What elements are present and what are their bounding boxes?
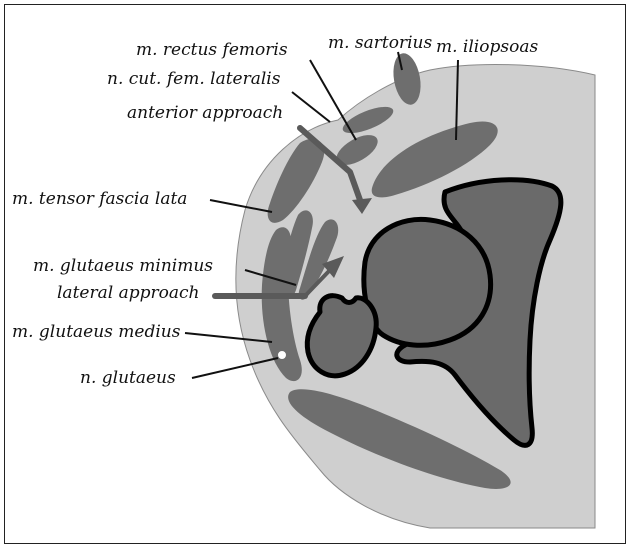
label-cut-fem-lateralis: n. cut. fem. lateralis — [107, 69, 281, 89]
label-glutaeus-medius: m. glutaeus medius — [12, 322, 181, 342]
label-rectus-femoris: m. rectus femoris — [136, 40, 288, 60]
label-glutaeus-minimus: m. glutaeus minimus — [33, 256, 213, 276]
label-iliopsoas: m. iliopsoas — [436, 37, 538, 57]
label-lateral-approach: lateral approach — [57, 283, 199, 303]
label-anterior-approach: anterior approach — [127, 103, 283, 123]
label-tensor-fascia-lata: m. tensor fascia lata — [12, 189, 187, 209]
label-n-glutaeus: n. glutaeus — [80, 368, 176, 388]
leader-cut-fem — [292, 92, 330, 122]
nerve-glutaeus — [277, 350, 287, 360]
label-sartorius: m. sartorius — [328, 33, 432, 53]
femoral-head — [364, 219, 491, 345]
